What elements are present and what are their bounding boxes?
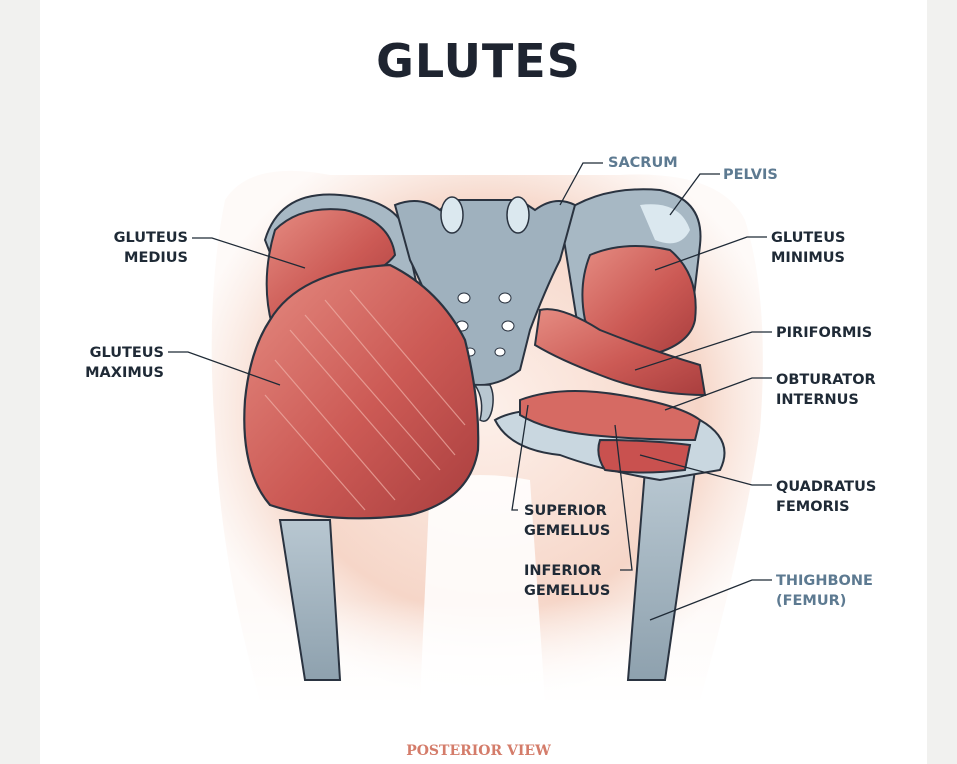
label-pelvis-text: PELVIS (723, 167, 778, 183)
label-quadratus-femoris-line1: QUADRATUS (776, 479, 877, 495)
label-inferior-gemellus-line2: GEMELLUS (524, 583, 611, 599)
label-piriformis: PIRIFORMIS (776, 323, 872, 343)
label-thighbone: THIGHBONE (FEMUR) (776, 571, 873, 611)
label-superior-gemellus-line2: GEMELLUS (524, 523, 611, 539)
label-gluteus-medius: GLUTEUS MEDIUS (100, 228, 188, 268)
label-gluteus-maximus: GLUTEUS MAXIMUS (70, 343, 164, 383)
label-quadratus-femoris: QUADRATUS FEMORIS (776, 477, 876, 517)
label-gluteus-minimus: GLUTEUS MINIMUS (771, 228, 845, 268)
view-caption: POSTERIOR VIEW (406, 743, 551, 759)
label-superior-gemellus-line1: SUPERIOR (524, 503, 607, 519)
label-gluteus-maximus-line1: GLUTEUS (89, 345, 164, 361)
label-inferior-gemellus: INFERIOR GEMELLUS (524, 561, 610, 601)
sacrum-bone (393, 196, 577, 422)
label-obturator-internus-line1: OBTURATOR (776, 372, 876, 388)
label-thighbone-line2: (FEMUR) (776, 593, 847, 609)
diagram-title: GLUTES (376, 34, 581, 88)
label-thighbone-line1: THIGHBONE (776, 573, 873, 589)
label-sacrum-text: SACRUM (608, 155, 678, 171)
label-quadratus-femoris-line2: FEMORIS (776, 499, 850, 515)
label-obturator-internus-line2: INTERNUS (776, 392, 859, 408)
gluteus-minimus-muscle (581, 245, 697, 357)
label-sacrum: SACRUM (608, 153, 678, 173)
label-obturator-internus: OBTURATOR INTERNUS (776, 370, 876, 410)
gluteus-maximus-fibers (264, 289, 466, 511)
left-margin (0, 0, 40, 764)
label-superior-gemellus: SUPERIOR GEMELLUS (524, 501, 610, 541)
label-pelvis: PELVIS (723, 165, 778, 185)
gluteus-maximus-muscle (243, 263, 480, 520)
label-gluteus-medius-line1: GLUTEUS (113, 230, 188, 246)
leader-lines (168, 162, 772, 621)
label-gluteus-maximus-line2: MAXIMUS (85, 365, 164, 381)
right-margin (927, 0, 957, 764)
label-gluteus-medius-line2: MEDIUS (124, 250, 188, 266)
label-gluteus-minimus-line1: GLUTEUS (771, 230, 846, 246)
label-piriformis-text: PIRIFORMIS (776, 325, 873, 341)
obturator-internus-muscle (519, 390, 702, 442)
label-inferior-gemellus-line1: INFERIOR (524, 563, 602, 579)
label-gluteus-minimus-line2: MINIMUS (771, 250, 846, 266)
